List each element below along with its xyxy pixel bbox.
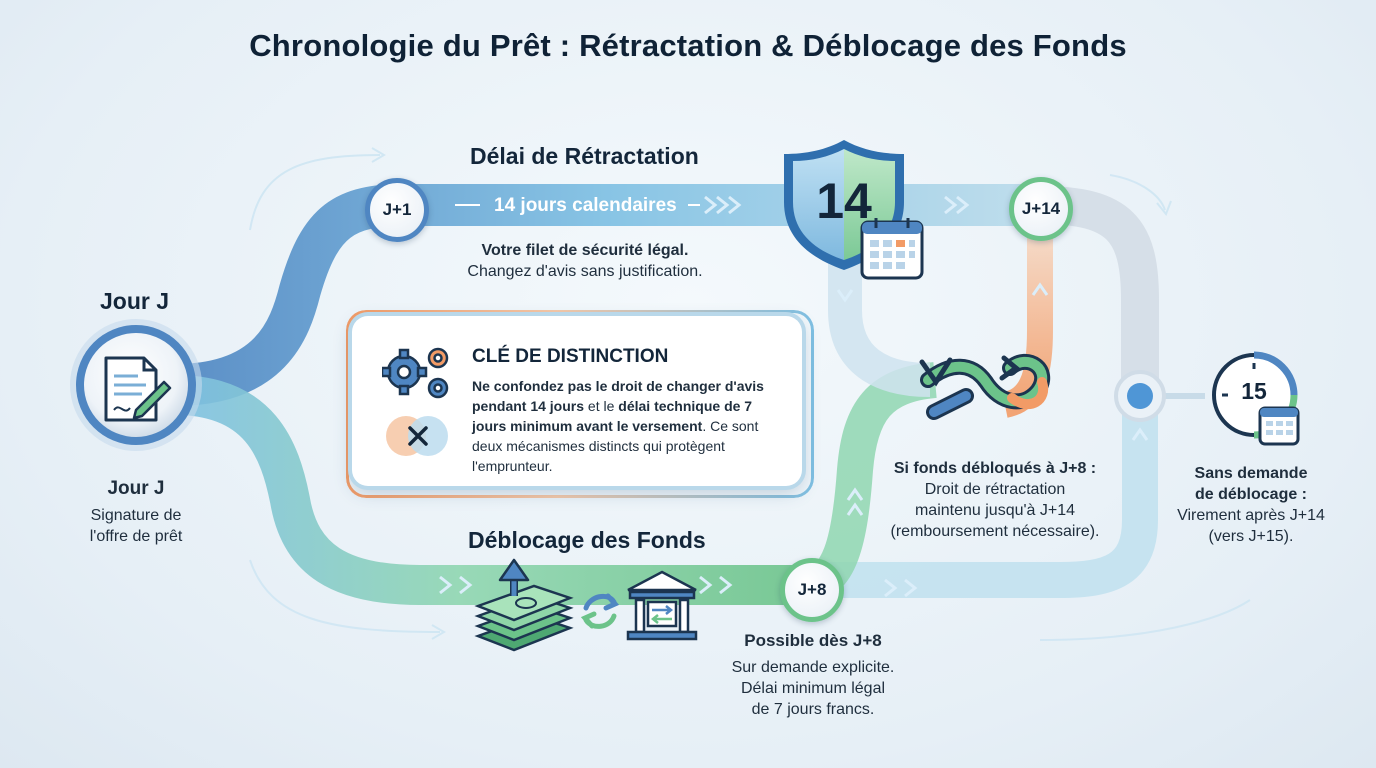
distinction-body: Ne confondez pas le droit de changer d'a… [472, 376, 790, 476]
distinction-part3: délai technique de 7 jours minimum avant… [472, 398, 753, 434]
distinction-part4: . Ce sont deux mécanismes distincts qui … [472, 418, 759, 474]
j8-case-title: Si fonds débloqués à J+8 : [893, 460, 1097, 477]
funds-desc-bold: Possible dès J+8 [744, 631, 882, 650]
no-request-line1: Virement après J+14 [1177, 507, 1325, 524]
band-chevrons [439, 195, 1149, 598]
node-j8: J+8 [780, 558, 844, 622]
no-request-title-line2: de déblocage : [1194, 486, 1308, 503]
distinction-title: CLÉ DE DISTINCTION [472, 346, 669, 367]
j8-case-line3: (remboursement nécessaire). [890, 523, 1100, 540]
gear-icon [382, 347, 449, 399]
no-request-title-line1: Sans demande [1194, 465, 1308, 482]
infinity-loop-icon [919, 354, 1051, 420]
shield-descent-band [828, 235, 931, 397]
bank-icon [626, 570, 698, 641]
distinction-part2: et le [584, 398, 619, 414]
retraction-desc: Changez d'avis sans justification. [467, 263, 703, 280]
clock-calendar-icon [1258, 406, 1300, 446]
start-desc-line2: l'offre de prêt [89, 528, 183, 545]
funds-desc-line1: Sur demande explicite. [731, 659, 895, 676]
start-desc-line1: Signature de [90, 507, 182, 524]
page-title: Chronologie du Prêt : Rétractation & Déb… [249, 28, 1127, 63]
start-label: Jour J [107, 478, 165, 499]
distinction-part1: Ne confondez pas le droit de changer d'a… [472, 378, 764, 414]
exchange-arrows-icon [580, 593, 620, 629]
funds-band [155, 375, 825, 605]
retraction-desc-bold: Votre filet de sécurité légal. [481, 242, 689, 259]
j8-case-description: Si fonds débloqués à J+8 : Droit de rétr… [870, 458, 1120, 542]
no-request-line2: (vers J+15). [1208, 528, 1294, 545]
transfer-dot-node [1114, 370, 1166, 422]
funds-exit-band [820, 395, 1158, 598]
node-j14: J+14 [1009, 177, 1073, 241]
venn-cross-icon [386, 416, 448, 456]
distinction-box: CLÉ DE DISTINCTION Ne confondez pas le d… [352, 316, 802, 486]
funds-description: Possible dès J+8 Sur demande explicite. … [708, 630, 918, 720]
start-heading: Jour J [100, 288, 170, 314]
j8-case-line1: Droit de rétractation [924, 481, 1066, 498]
start-description: Jour J Signature de l'offre de prêt [66, 478, 206, 547]
node-j1: J+1 [365, 178, 429, 242]
shield-number: 14 [816, 173, 872, 229]
retraction-band-label: 14 jours calendaires [494, 195, 677, 216]
document-signature-icon [104, 356, 172, 422]
funds-desc-line2: Délai minimum légal [740, 680, 886, 697]
j8-case-line2: maintenu jusqu'à J+14 [914, 502, 1076, 519]
no-request-description: Sans demande de déblocage : Virement apr… [1160, 463, 1342, 547]
funds-desc-line3: de 7 jours francs. [751, 701, 875, 718]
funds-heading: Déblocage des Fonds [468, 527, 706, 553]
retraction-description: Votre filet de sécurité légal. Changez d… [430, 240, 740, 282]
calendar-icon [860, 218, 924, 280]
background-arrows [249, 147, 1251, 641]
clock-number: 15 [1241, 378, 1267, 404]
money-stack-icon [474, 558, 574, 652]
retraction-heading: Délai de Rétractation [470, 143, 699, 169]
